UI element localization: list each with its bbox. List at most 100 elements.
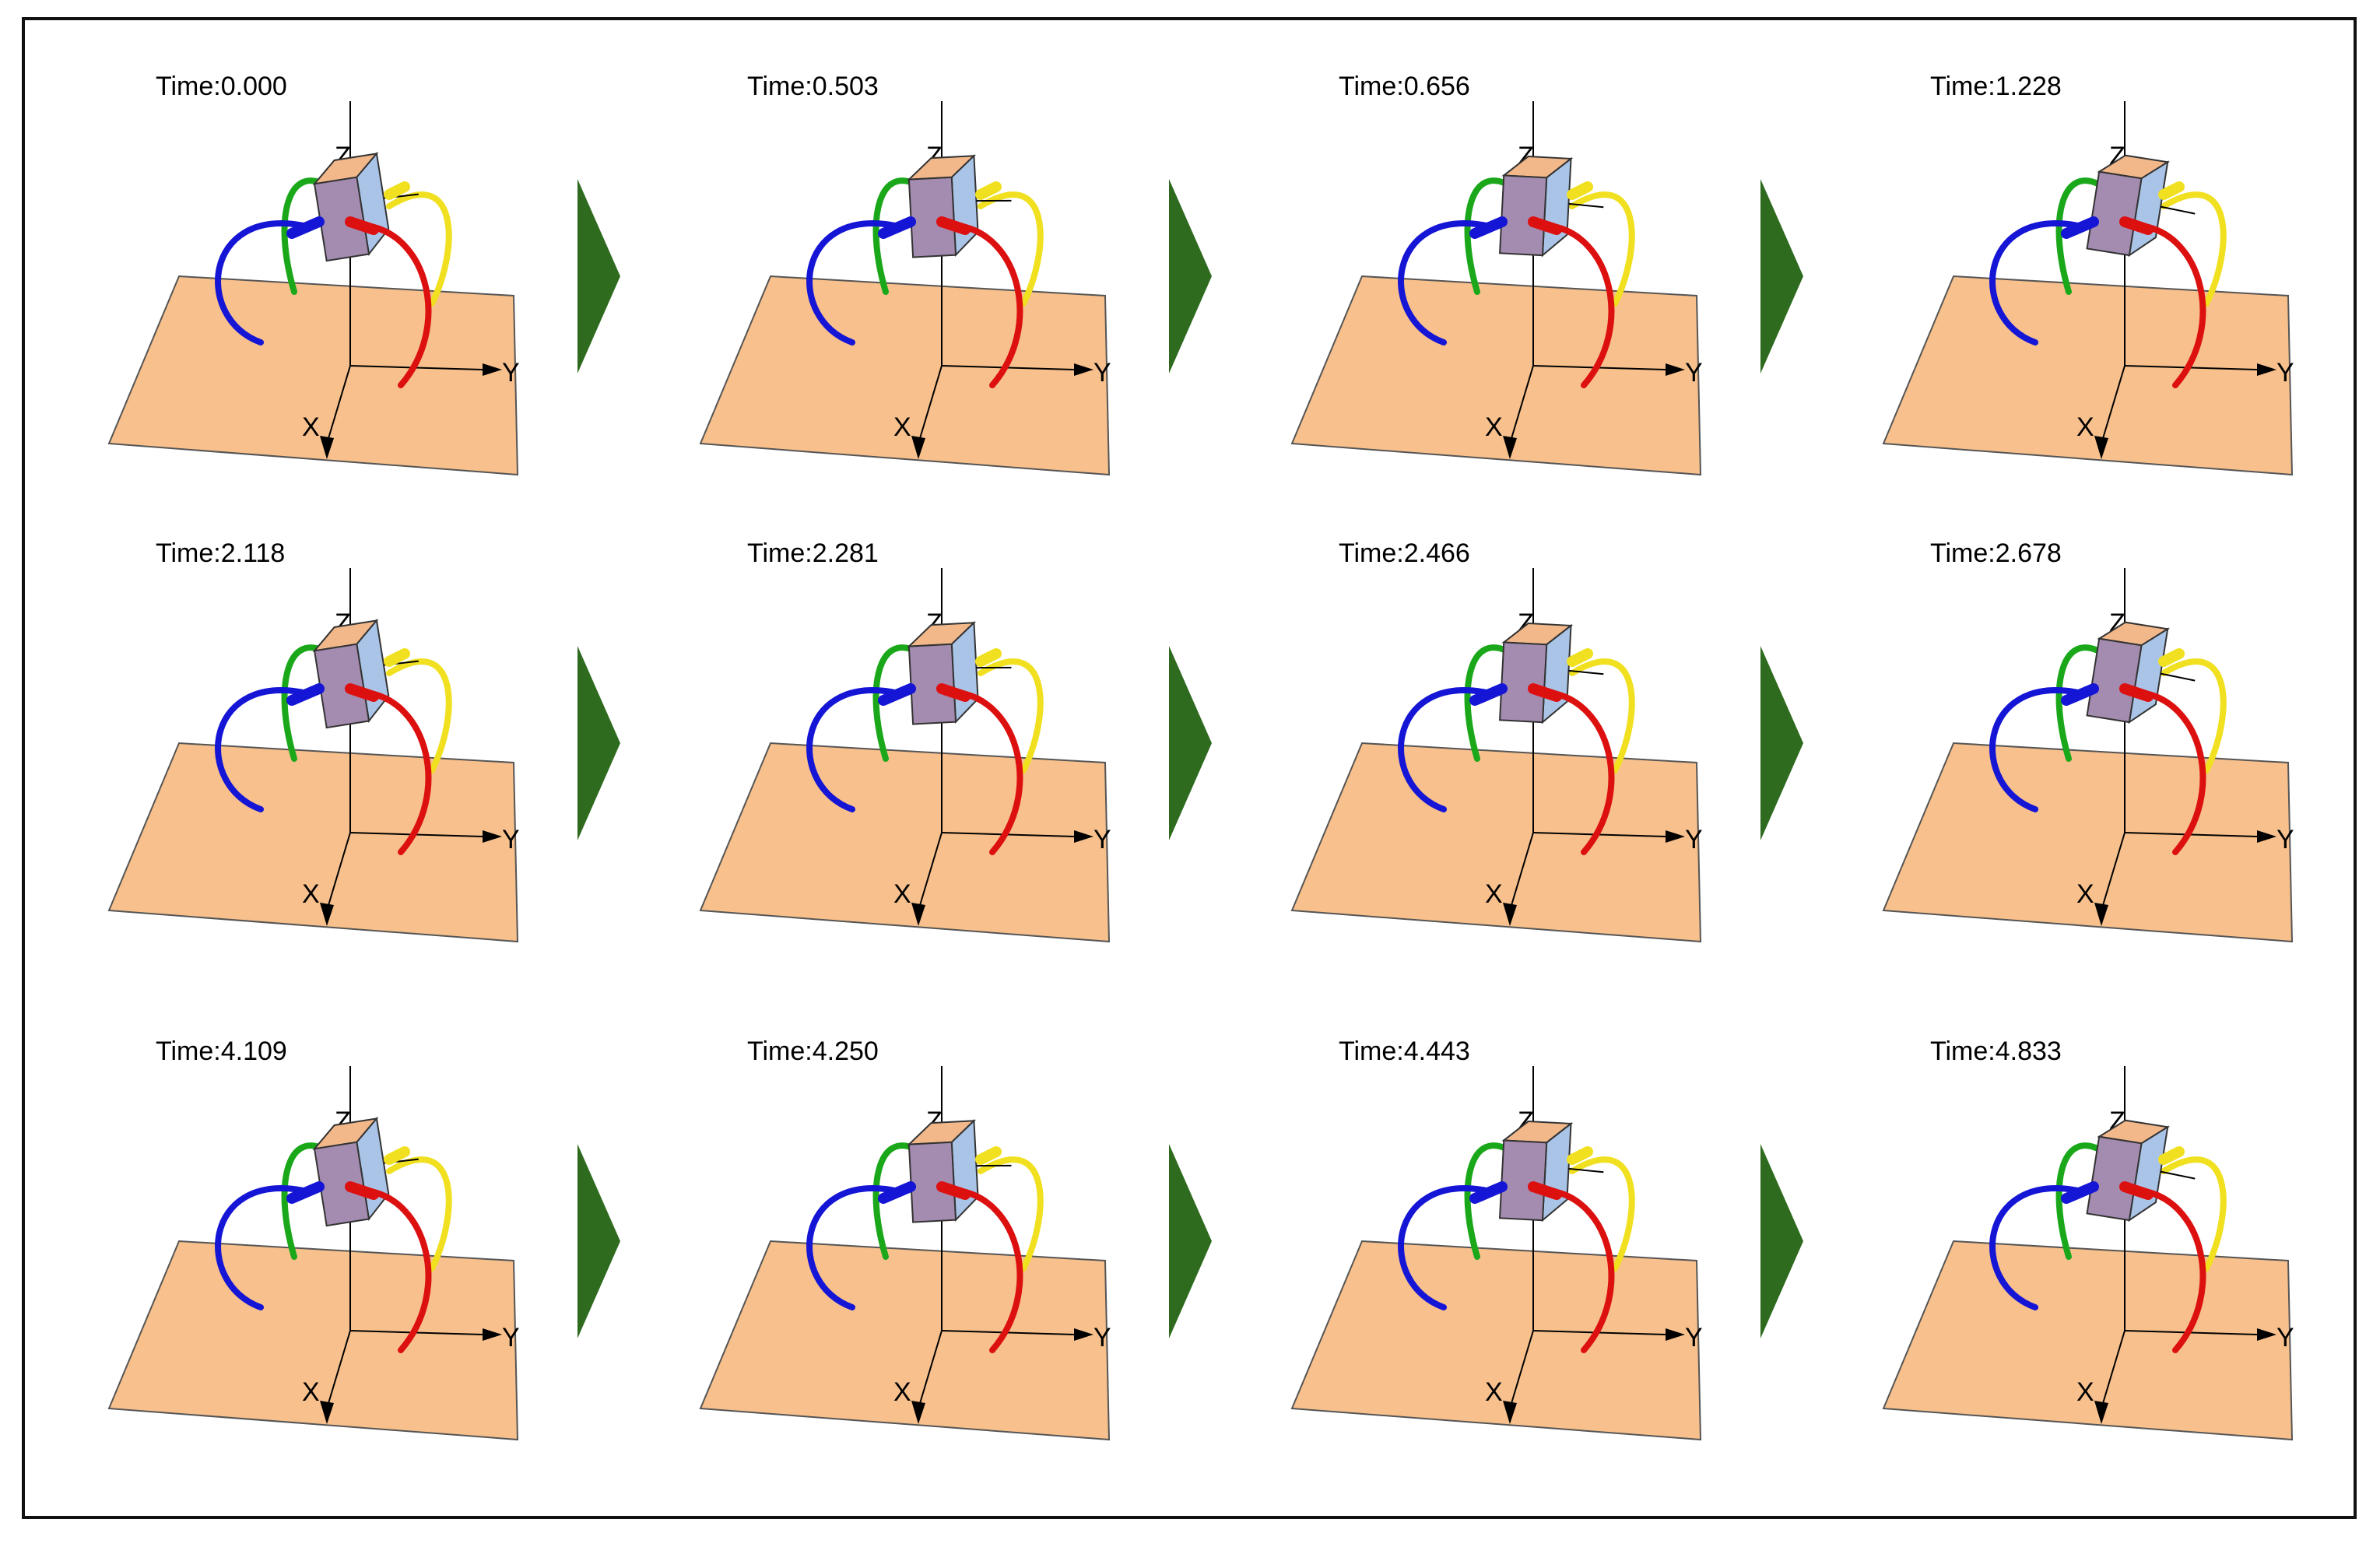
x-axis-label: X — [893, 412, 911, 442]
robot-scene: ZYX — [107, 1066, 520, 1441]
y-axis-label: Y — [502, 1323, 520, 1352]
robot-scene: ZYX — [107, 568, 520, 943]
leg-yellow — [1569, 191, 1635, 307]
leg-blue — [215, 1185, 307, 1310]
time-label: Time:2.678 — [1930, 538, 2062, 568]
leg-red — [1546, 1187, 1615, 1353]
x-axis-label: X — [2076, 412, 2094, 442]
leg-red — [363, 689, 432, 855]
robot-body — [2086, 1119, 2196, 1223]
robot-body — [2086, 621, 2196, 724]
x-axis-label: X — [302, 1377, 320, 1407]
ground-plane — [1290, 1240, 1702, 1441]
robot-body — [907, 1119, 1012, 1223]
leg-blue — [806, 220, 898, 346]
step-arrow-icon — [1169, 179, 1216, 374]
y-axis-label: Y — [1685, 358, 1703, 388]
time-label: Time:2.281 — [747, 538, 879, 568]
figure-frame — [22, 17, 2357, 1519]
y-axis-label: Y — [2276, 1323, 2294, 1352]
robot-body — [312, 619, 419, 729]
step-arrow-icon — [1760, 179, 1807, 374]
robot-scene: ZYX — [1882, 1066, 2294, 1441]
time-label: Time:2.466 — [1339, 538, 1470, 568]
robot-body — [1498, 623, 1604, 724]
leg-red — [954, 223, 1023, 388]
leg-green — [1464, 177, 1521, 295]
robot-scene: ZYX — [699, 568, 1111, 943]
x-axis-label: X — [302, 412, 320, 442]
leg-yellow — [978, 191, 1044, 307]
robot-body — [907, 621, 1012, 725]
leg-blue — [1398, 1185, 1490, 1310]
leg-yellow — [978, 1156, 1044, 1272]
ground-plane — [1290, 742, 1702, 943]
leg-blue — [215, 687, 307, 812]
leg-yellow — [1569, 658, 1635, 774]
time-label: Time:4.833 — [1930, 1037, 2062, 1066]
leg-red — [954, 689, 1023, 855]
robot-body — [2086, 154, 2196, 258]
ground-plane — [699, 1240, 1111, 1441]
leg-blue — [1398, 220, 1490, 346]
ground-plane — [107, 275, 519, 476]
y-axis-label: Y — [502, 358, 520, 388]
robot-body — [312, 1117, 419, 1227]
leg-red — [2137, 689, 2206, 855]
ground-plane — [1882, 275, 2294, 476]
y-axis-label: Y — [1093, 825, 1111, 854]
x-axis-label: X — [1485, 879, 1503, 909]
y-axis-label: Y — [1093, 358, 1111, 388]
robot-scene: ZYX — [699, 1066, 1111, 1441]
leg-green — [2055, 1142, 2112, 1260]
leg-blue — [1989, 1185, 2081, 1310]
time-label: Time:0.503 — [747, 72, 879, 101]
leg-red — [1546, 223, 1615, 388]
robot-scene: ZYX — [1290, 101, 1703, 476]
leg-green — [2055, 644, 2112, 762]
leg-yellow — [2161, 1156, 2227, 1272]
leg-yellow — [2161, 658, 2227, 774]
ground-plane — [1882, 742, 2294, 943]
leg-red — [363, 223, 432, 388]
y-axis-label: Y — [1685, 1323, 1703, 1352]
leg-red — [2137, 223, 2206, 388]
y-axis-label: Y — [2276, 358, 2294, 388]
robot-scene: ZYX — [1882, 101, 2294, 476]
time-label: Time:4.250 — [747, 1037, 879, 1066]
time-label: Time:2.118 — [156, 538, 286, 568]
leg-blue — [806, 687, 898, 812]
robot-body — [907, 154, 1012, 258]
step-arrow-icon — [1169, 1144, 1216, 1338]
x-axis-label: X — [1485, 412, 1503, 442]
step-arrow-icon — [577, 1144, 624, 1338]
time-label: Time:4.109 — [156, 1037, 287, 1066]
leg-green — [1464, 644, 1521, 762]
leg-yellow — [1569, 1156, 1635, 1272]
leg-red — [1546, 689, 1615, 855]
robot-body — [1498, 1121, 1604, 1223]
y-axis-label: Y — [2276, 825, 2294, 854]
x-axis-label: X — [2076, 879, 2094, 909]
robot-body — [312, 152, 419, 262]
leg-red — [954, 1187, 1023, 1353]
leg-yellow — [386, 658, 452, 774]
robot-scene: ZYX — [107, 101, 520, 476]
leg-green — [2055, 177, 2112, 295]
ground-plane — [107, 1240, 519, 1441]
x-axis-label: X — [1485, 1377, 1503, 1407]
y-axis-label: Y — [1685, 825, 1703, 854]
time-label: Time:4.443 — [1339, 1037, 1470, 1066]
time-label: Time:0.000 — [156, 72, 287, 101]
step-arrow-icon — [1760, 1144, 1807, 1338]
robot-body — [1498, 156, 1604, 258]
leg-red — [2137, 1187, 2206, 1353]
time-label: Time:1.228 — [1930, 72, 2062, 101]
